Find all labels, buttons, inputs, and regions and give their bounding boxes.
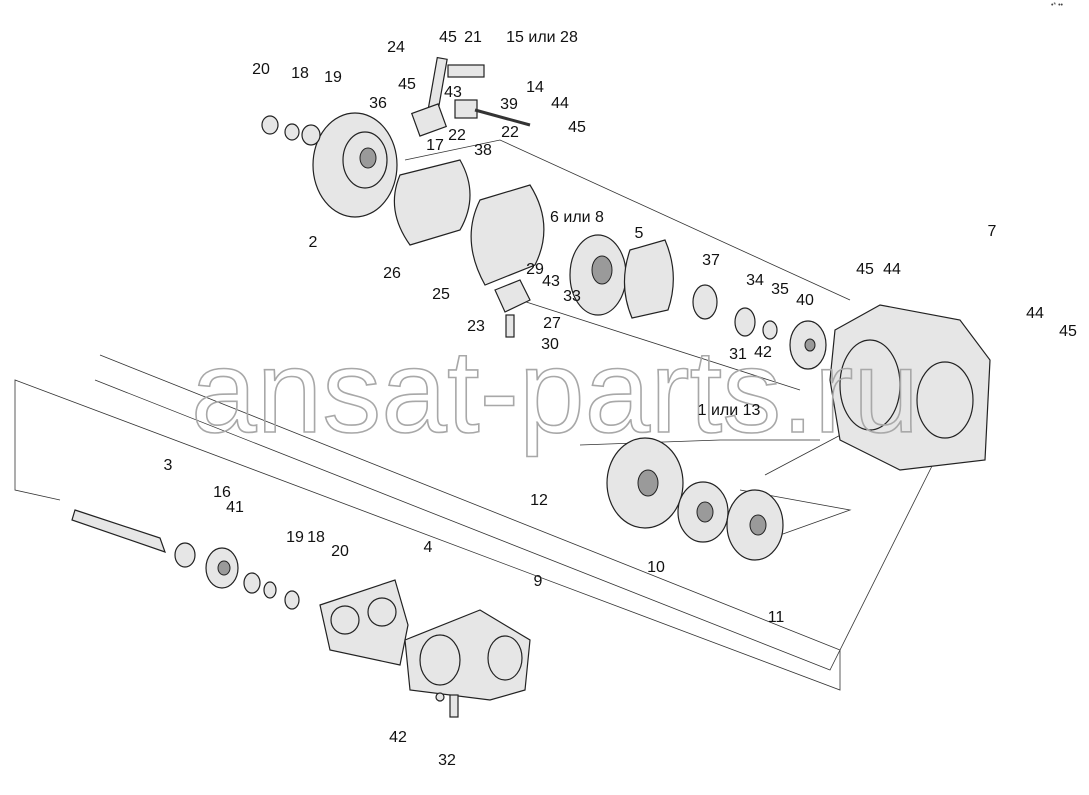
callout-label: 29	[526, 261, 544, 278]
callout-label: 6 или 8	[550, 209, 604, 226]
callout-label: 35	[771, 281, 789, 298]
callout-label: 36	[369, 95, 387, 112]
callout-label: 31	[729, 346, 747, 363]
callout-label: 30	[541, 336, 559, 353]
callout-label: 20	[252, 61, 270, 78]
callout-label: 5	[635, 225, 644, 242]
drum-2	[312, 112, 398, 218]
callout-label: 14	[526, 79, 544, 96]
callout-label: 7	[988, 223, 997, 240]
callout-label: 26	[383, 265, 401, 282]
callout-label: 38	[474, 142, 492, 159]
callout-label: 45	[568, 119, 586, 136]
callout-label: 18	[291, 65, 309, 82]
callout-label: 45	[1059, 323, 1077, 340]
callout-label: 20	[331, 543, 349, 560]
callout-label: 2	[309, 234, 318, 251]
callout-label: 44	[883, 261, 901, 278]
callout-label: 24	[387, 39, 405, 56]
assembly-boundary-lines	[14, 139, 941, 691]
shaft-3	[71, 509, 166, 553]
callout-label: 43	[542, 273, 560, 290]
gear-10	[677, 481, 729, 543]
gasket-4	[319, 579, 409, 666]
callout-label: 34	[746, 272, 764, 289]
callout-label: 1 или 13	[698, 402, 761, 419]
bracket-23	[494, 279, 531, 338]
gearbox-housing-7	[829, 304, 991, 471]
brake-band-25	[470, 184, 545, 286]
watermark: ansat-parts.ru	[191, 326, 919, 458]
corner-mark: •* ••	[1050, 2, 1063, 9]
callout-label: 43	[444, 84, 462, 101]
callout-label: 23	[467, 318, 485, 335]
callout-label: 12	[530, 492, 548, 509]
callout-label: 41	[226, 499, 244, 516]
callout-label: 22	[448, 127, 466, 144]
cover-9	[404, 609, 531, 701]
callout-label: 19	[324, 69, 342, 86]
callout-label: 15 или 28	[506, 29, 578, 46]
callout-label: 18	[307, 529, 325, 546]
brake-levers	[410, 56, 531, 137]
callout-label: 37	[702, 252, 720, 269]
callout-label: 32	[438, 752, 456, 769]
callout-label: 16	[213, 484, 231, 501]
callout-label: 17	[426, 137, 444, 154]
callout-label: 42	[754, 344, 772, 361]
bolt-32	[435, 692, 459, 718]
callout-label: 33	[563, 288, 581, 305]
callout-label: 21	[464, 29, 482, 46]
callout-label: 3	[164, 457, 173, 474]
callout-label: 39	[500, 96, 518, 113]
callout-label: 40	[796, 292, 814, 309]
brake-band-26	[393, 159, 471, 246]
callout-label: 42	[389, 729, 407, 746]
bearings-16-41-19-18-20	[174, 542, 300, 610]
callout-label: 9	[534, 573, 543, 590]
bearing-37-rings	[692, 284, 827, 370]
gear-11	[726, 489, 784, 561]
callout-label: 45	[398, 76, 416, 93]
callout-label: 19	[286, 529, 304, 546]
callout-label: 27	[543, 315, 561, 332]
callout-label: 11	[768, 609, 785, 626]
callout-label: 4	[424, 539, 433, 556]
callout-label: 25	[432, 286, 450, 303]
callout-label: 45	[856, 261, 874, 278]
callout-label: 44	[551, 95, 569, 112]
seals-20-18-19	[261, 115, 321, 146]
callout-label: 44	[1026, 305, 1044, 322]
callout-label: 45	[439, 29, 457, 46]
gear-12	[606, 437, 684, 529]
callout-label: 22	[501, 124, 519, 141]
callout-label: 10	[647, 559, 665, 576]
gasket-5	[623, 239, 674, 319]
